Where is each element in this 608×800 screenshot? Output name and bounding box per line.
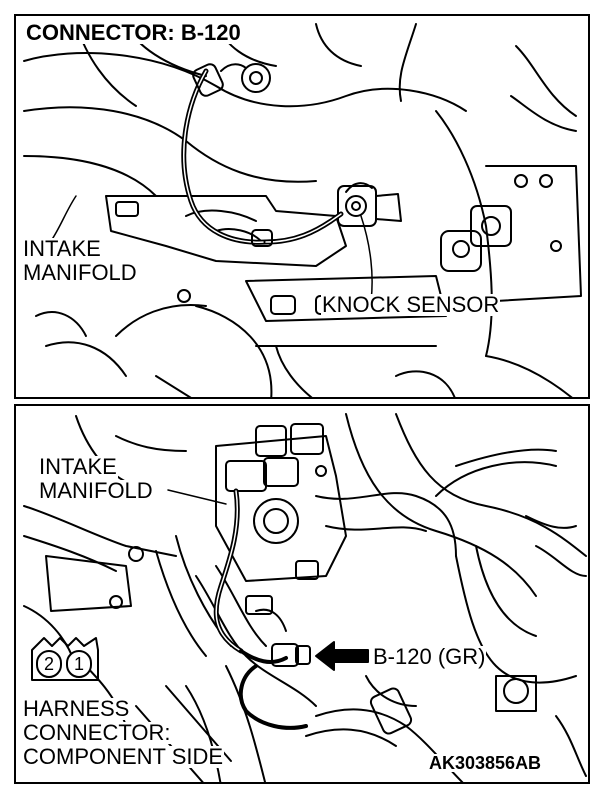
harness-connector-label-line1: HARNESS (22, 696, 131, 721)
intake-manifold-label-line2: MANIFOLD (22, 260, 138, 285)
top-view-panel: CONNECTOR: B-120 INTAKE MANIFOLD KNOCK S… (14, 14, 590, 399)
connector-b120-label: B-120 (GR) (372, 644, 487, 669)
intake-manifold-label-line1: INTAKE (22, 236, 102, 261)
figure-code: AK303856AB (428, 753, 543, 773)
harness-connector-pin-diagram: 2 1 (30, 628, 100, 684)
harness-connector-label-line3: COMPONENT SIDE (22, 744, 225, 769)
pin-2: 2 (36, 650, 62, 678)
figure-title: CONNECTOR: B-120 (26, 20, 241, 45)
harness-connector-label-line2: CONNECTOR: (22, 720, 172, 745)
bottom-view-panel: INTAKE MANIFOLD B-120 (GR) 2 1 HARNESS C… (14, 404, 590, 784)
connector-outline-icon (31, 637, 99, 681)
knock-sensor-label: KNOCK SENSOR (321, 292, 501, 317)
engine-line-drawing-top (23, 23, 582, 397)
pin-1: 1 (66, 650, 92, 678)
intake-manifold-label-line1: INTAKE (38, 454, 118, 479)
intake-manifold-label-line2: MANIFOLD (38, 478, 154, 503)
